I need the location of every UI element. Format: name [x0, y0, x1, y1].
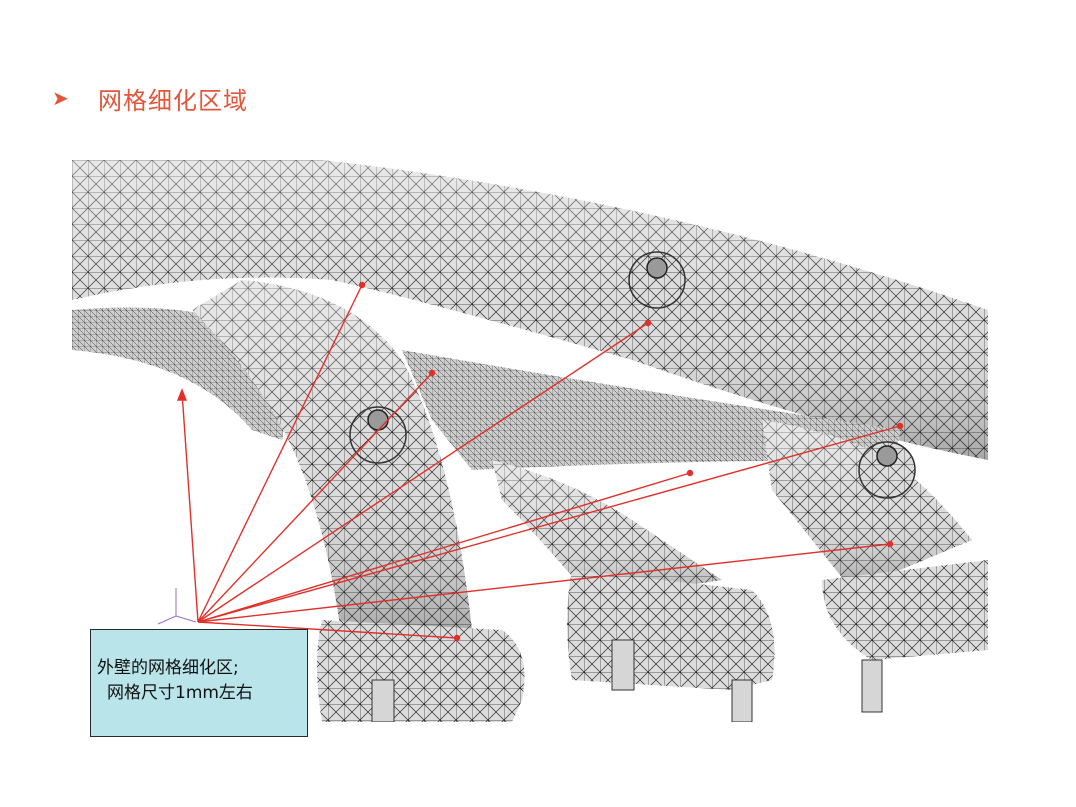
slide-title: 网格细化区域	[98, 86, 248, 115]
manifold-flanges	[317, 560, 988, 722]
manifold-runner-3	[762, 420, 972, 590]
manifold-main-pipe	[72, 160, 988, 460]
arrowhead-bullet-icon: ➤	[52, 86, 69, 110]
manifold-runner-1	[192, 280, 472, 640]
callout-line-1: 外壁的网格细化区;	[97, 658, 239, 678]
axis-triad-icon	[157, 588, 197, 625]
slide-heading: ➤ 网格细化区域	[52, 80, 248, 116]
manifold-runner-2	[492, 460, 722, 600]
leader-lines	[176, 281, 904, 642]
mesh-note-callout: 外壁的网格细化区; 网格尺寸1mm左右	[90, 629, 308, 737]
manifold-mesh-figure	[72, 160, 988, 722]
callout-line-2: 网格尺寸1mm左右	[107, 683, 253, 703]
